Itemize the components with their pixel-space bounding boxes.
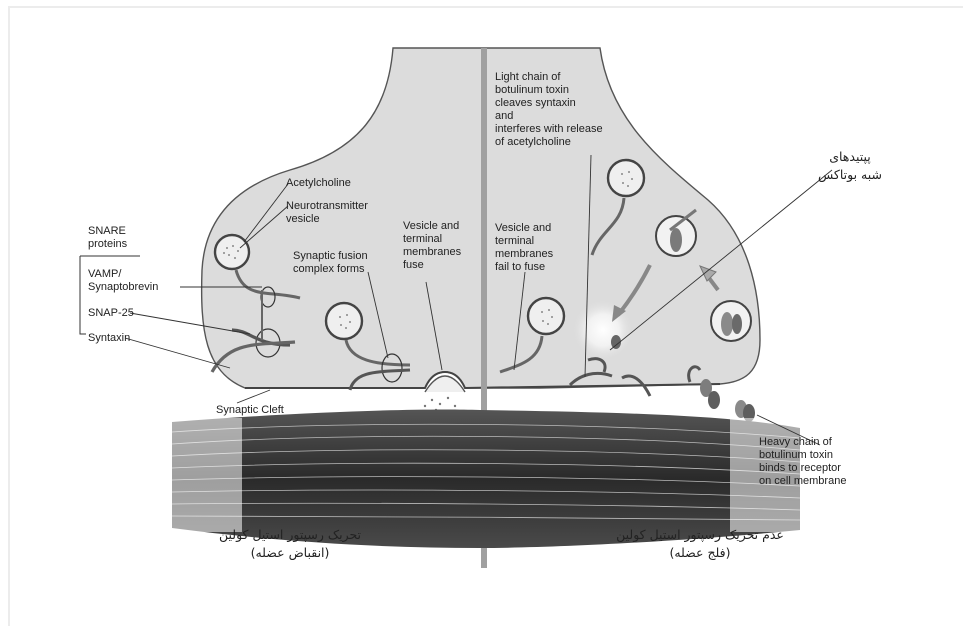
label-snare-proteins: SNARE proteins xyxy=(88,225,127,251)
label-synaptic-fusion: Synaptic fusion complex forms xyxy=(293,250,368,276)
persian-caption-left: تحریک رسپتور استیل کولین (انقباض عضله) xyxy=(170,526,410,562)
label-heavy-chain: Heavy chain of botulinum toxin binds to … xyxy=(759,436,846,488)
label-light-chain: Light chain of botulinum toxin cleaves s… xyxy=(495,71,603,149)
toxin-vesicle-lower xyxy=(711,301,751,341)
persian-label-peptides: پپتیدهای شبه بوتاکس xyxy=(800,148,900,184)
label-snap-25: SNAP-25 xyxy=(88,307,134,320)
snare-bracket xyxy=(80,256,86,334)
label-syntaxin: Syntaxin xyxy=(88,332,130,345)
label-vesicle-fail: Vesicle and terminal membranes fail to f… xyxy=(495,222,553,274)
label-synaptic-cleft: Synaptic Cleft xyxy=(216,404,284,417)
label-vesicle-fuse: Vesicle and terminal membranes fuse xyxy=(403,220,461,272)
label-acetylcholine: Acetylcholine xyxy=(286,177,351,190)
label-neurotransmitter-vesicle: Neurotransmitter vesicle xyxy=(286,200,368,226)
persian-caption-right: عدم تحریک رسپتور استیل کولین (فلج عضله) xyxy=(570,526,830,562)
label-vamp-synaptobrevin: VAMP/ Synaptobrevin xyxy=(88,268,158,294)
